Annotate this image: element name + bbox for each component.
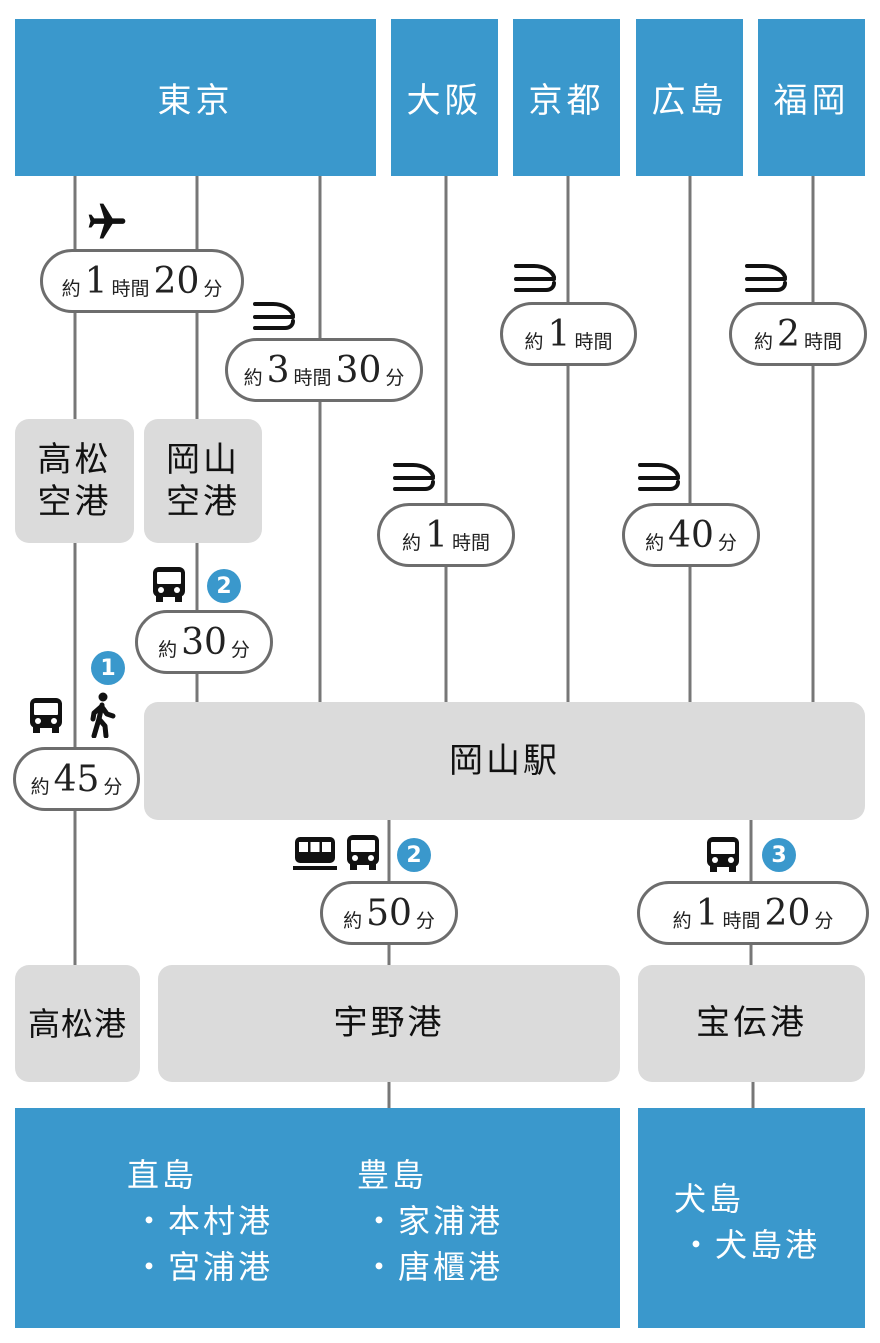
route-badge-2-uno: 2 <box>397 838 431 872</box>
origin-kyoto: 京都 <box>513 19 620 176</box>
takamatsu-port-label: 高松港 <box>27 1004 127 1043</box>
duration-prefix: 約 <box>402 531 422 554</box>
duration-number: 30 <box>181 621 227 663</box>
shinkansen-icon <box>393 463 435 491</box>
duration-unit: 時間 <box>574 330 613 353</box>
duration-unit: 分 <box>103 775 123 798</box>
route-badge-2-airport: 2 <box>207 569 241 603</box>
duration-number: 1 <box>84 260 108 302</box>
route-badge-1: 1 <box>91 651 125 685</box>
route-badge-3: 3 <box>762 838 796 872</box>
origin-tokyo-label: 東京 <box>157 81 234 121</box>
uno-port-label: 宇野港 <box>333 1003 445 1044</box>
duration-prefix: 約 <box>158 638 178 661</box>
origin-hiroshima: 広島 <box>636 19 743 176</box>
duration-unit: 時間 <box>722 909 761 932</box>
shinkansen-icon <box>253 302 295 330</box>
bus-icon <box>153 567 185 602</box>
origin-hiroshima-label: 広島 <box>651 81 728 121</box>
origin-osaka-label: 大阪 <box>406 81 483 121</box>
duration-unit: 分 <box>230 638 250 661</box>
duration-number: 20 <box>764 892 811 934</box>
duration-number: 40 <box>668 514 714 556</box>
takamatsu-airport: 高松 空港 <box>15 419 134 543</box>
naoshima-port-honmura: ・本村港 <box>133 1202 274 1240</box>
duration-prefix: 約 <box>645 531 665 554</box>
duration-number: 1 <box>547 313 571 355</box>
inujima-group: 犬島 ・犬島港 <box>674 1176 820 1268</box>
inujima-port: ・犬島港 <box>680 1226 821 1264</box>
duration-number: 20 <box>153 260 200 302</box>
duration-unit: 分 <box>203 277 223 300</box>
duration-unit: 時間 <box>111 277 150 300</box>
uno-port: 宇野港 <box>158 965 620 1082</box>
origin-fukuoka-label: 福岡 <box>773 81 850 121</box>
okayama-airport: 岡山 空港 <box>144 419 262 543</box>
destination-inujima: 犬島 ・犬島港 <box>638 1108 865 1328</box>
duration-prefix: 約 <box>343 909 363 932</box>
teshima-port-karato: ・唐櫃港 <box>363 1248 504 1286</box>
okayama-station: 岡山駅 <box>144 702 865 820</box>
duration-unit: 分 <box>717 531 737 554</box>
duration-prefix: 約 <box>524 330 544 353</box>
origin-tokyo: 東京 <box>15 19 376 176</box>
duration-prefix: 約 <box>754 330 774 353</box>
hoden-port: 宝伝港 <box>638 965 865 1082</box>
airplane-icon <box>88 203 126 239</box>
okayama-station-label: 岡山駅 <box>449 740 560 781</box>
teshima-group: 豊島 ・家浦港 ・唐櫃港 <box>357 1152 503 1290</box>
hoden-port-label: 宝伝港 <box>696 1003 807 1044</box>
shinkansen-icon <box>638 463 680 491</box>
shinkansen-icon <box>514 264 556 292</box>
origin-osaka: 大阪 <box>391 19 498 176</box>
duration-number: 30 <box>335 349 382 391</box>
inujima-name: 犬島 <box>674 1180 745 1218</box>
bus-icon <box>347 835 379 870</box>
duration-prefix: 約 <box>30 775 50 798</box>
walking-person-icon <box>90 692 116 738</box>
duration-number: 1 <box>425 514 448 556</box>
naoshima-port-miyanoura: ・宮浦港 <box>133 1248 274 1286</box>
duration-unit: 分 <box>385 366 405 389</box>
duration-unit: 時間 <box>803 330 842 353</box>
teshima-name: 豊島 <box>357 1156 428 1194</box>
duration-prefix: 約 <box>61 277 81 300</box>
origin-fukuoka: 福岡 <box>758 19 865 176</box>
takamatsu-port: 高松港 <box>15 965 140 1082</box>
naoshima-name: 直島 <box>127 1156 198 1194</box>
duration-unit: 時間 <box>293 366 332 389</box>
duration-number: 45 <box>53 758 100 800</box>
train-icon <box>293 837 337 870</box>
duration-unit: 分 <box>814 909 834 932</box>
duration-number: 2 <box>777 313 800 355</box>
shinkansen-icon <box>745 264 787 292</box>
bus-icon <box>30 698 62 733</box>
duration-unit: 時間 <box>451 531 490 554</box>
bus-icon <box>707 837 739 872</box>
duration-prefix: 約 <box>243 366 263 389</box>
duration-number: 1 <box>695 892 719 934</box>
duration-prefix: 約 <box>672 909 692 932</box>
duration-number: 50 <box>366 892 412 934</box>
origin-kyoto-label: 京都 <box>528 81 605 121</box>
teshima-port-ieura: ・家浦港 <box>363 1202 504 1240</box>
destination-naoshima-teshima: 直島 ・本村港 ・宮浦港 豊島 ・家浦港 ・唐櫃港 <box>15 1108 620 1328</box>
naoshima-group: 直島 ・本村港 ・宮浦港 <box>127 1152 273 1290</box>
duration-unit: 分 <box>415 909 435 932</box>
duration-number: 3 <box>266 349 290 391</box>
